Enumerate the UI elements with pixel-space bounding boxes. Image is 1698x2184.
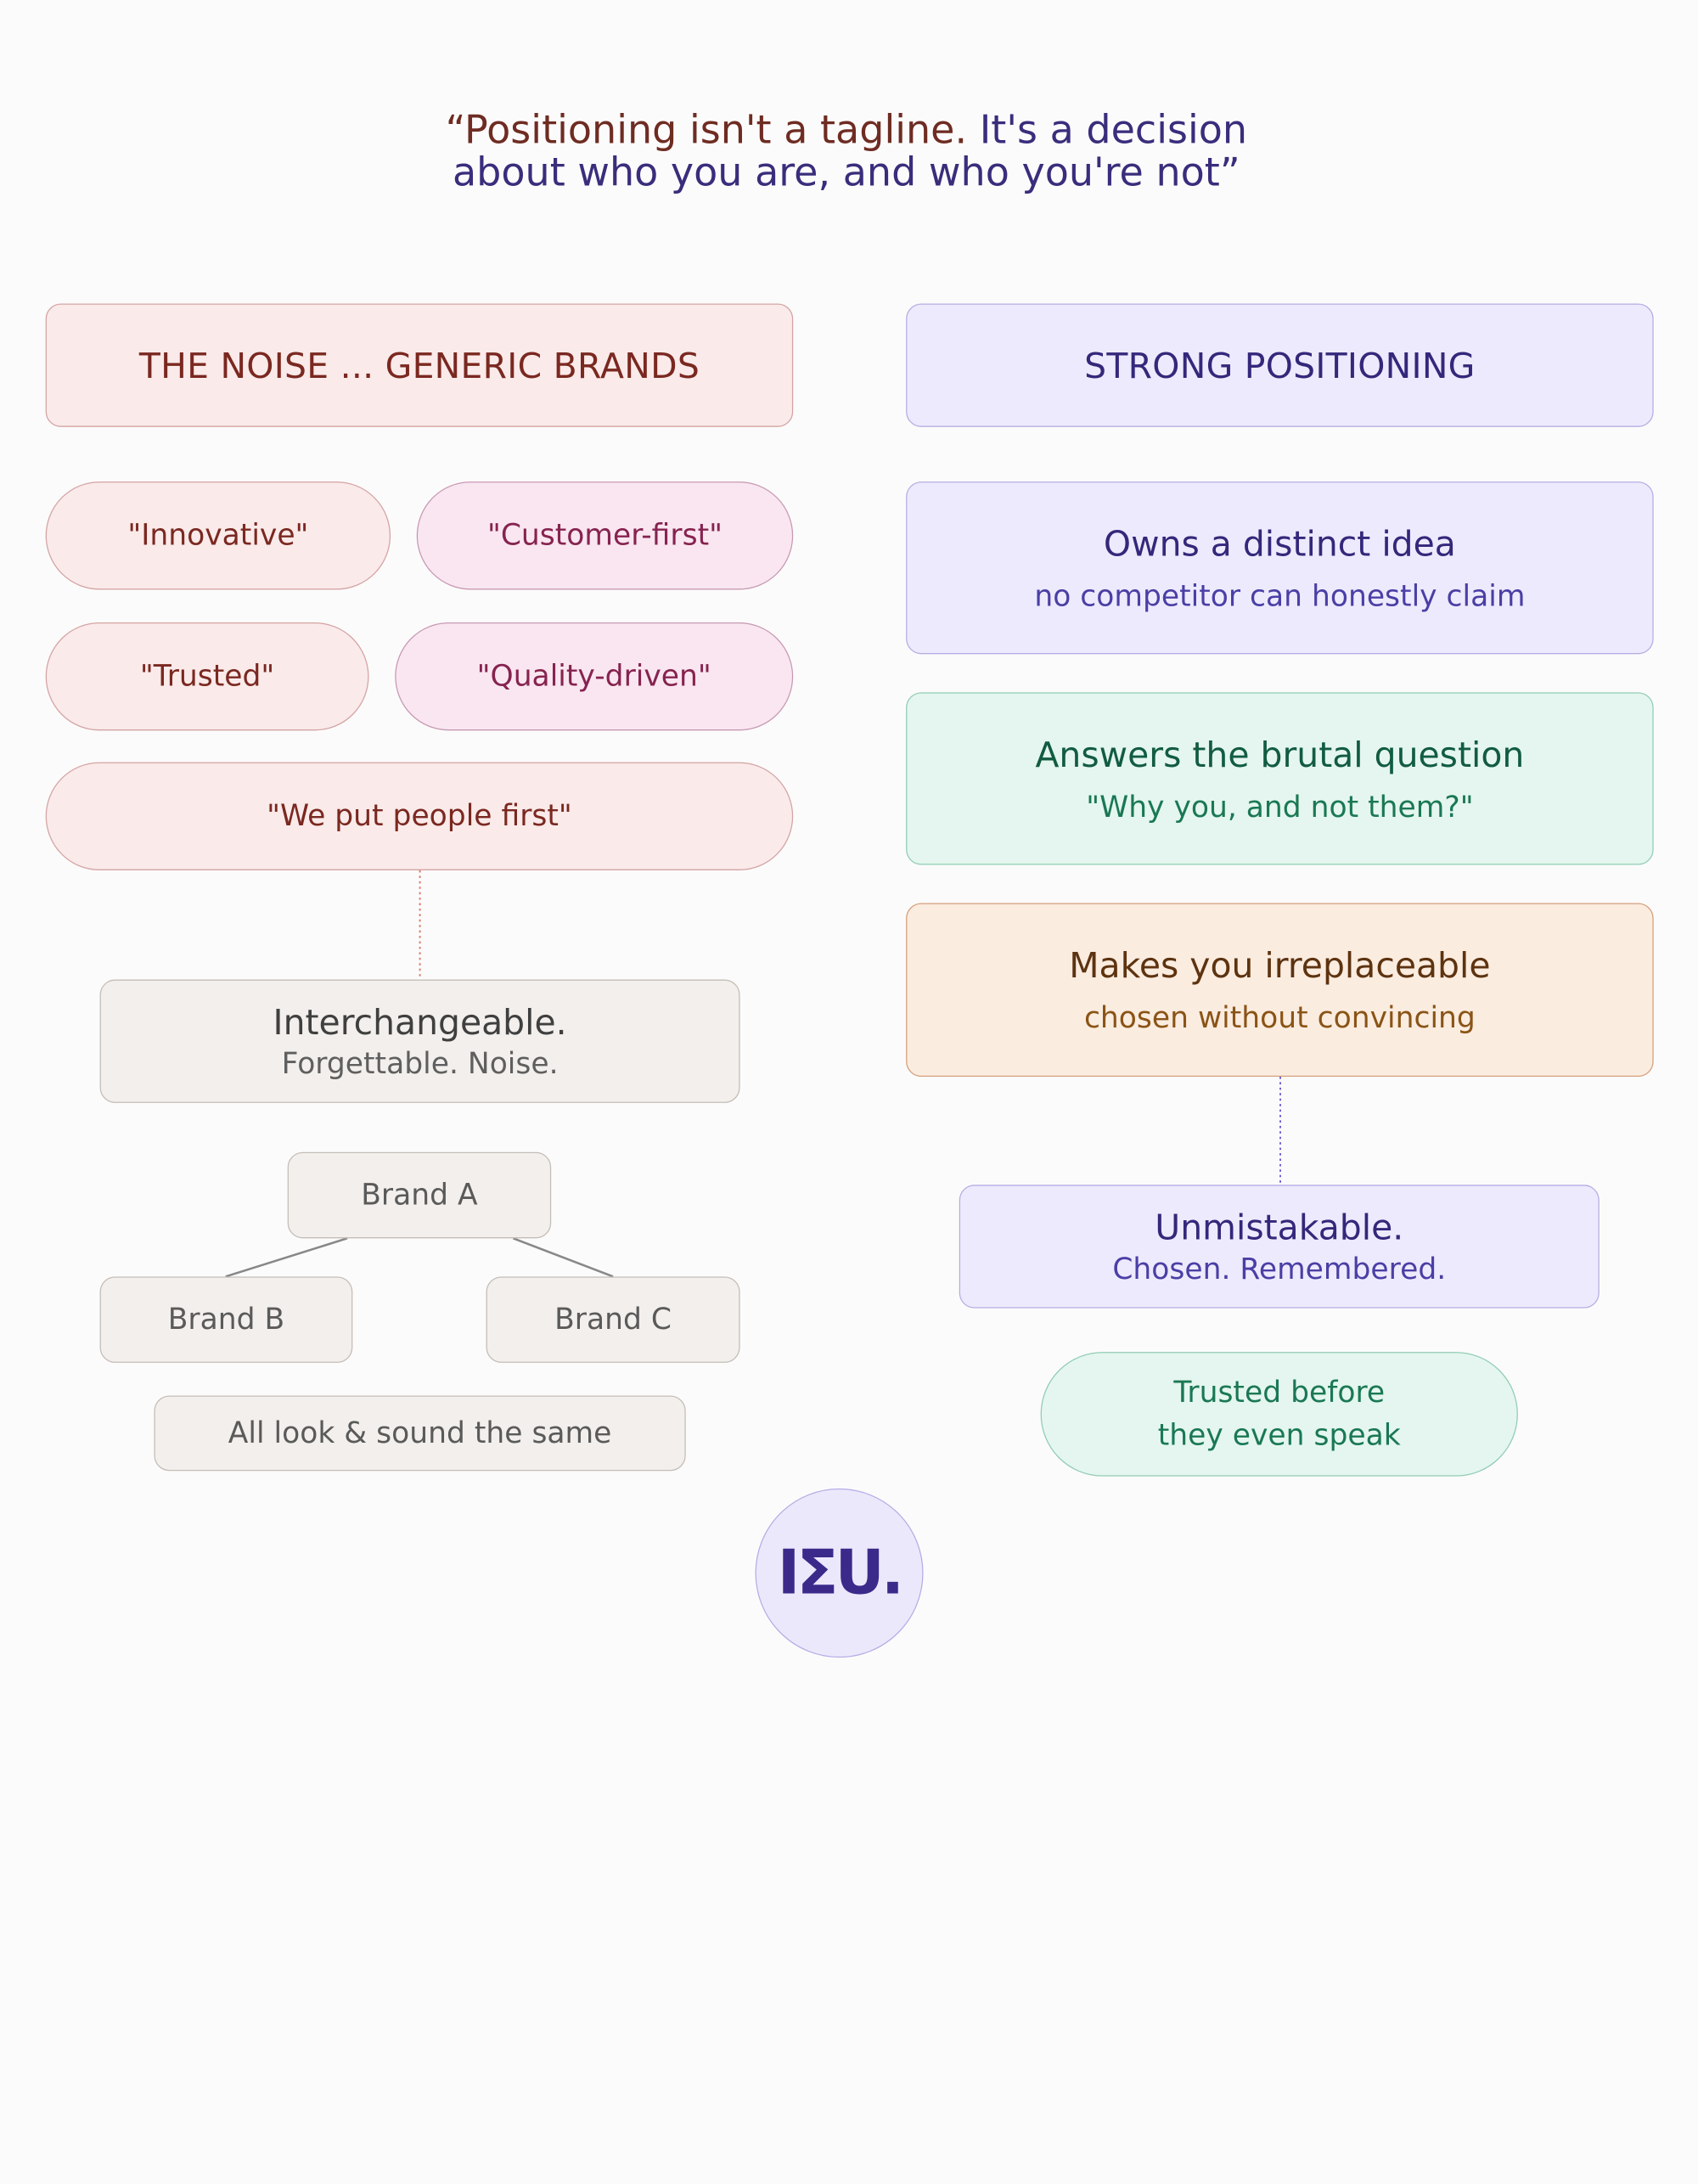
card-distinct-idea: Owns a distinct idea no competitor can h… — [906, 481, 1654, 655]
noise-header-label: THE NOISE ... GENERIC BRANDS — [138, 344, 700, 386]
unmistakable-title: Unmistakable. — [1155, 1207, 1404, 1248]
tag-label: "We put people first" — [267, 799, 572, 834]
tag-label: "Innovative" — [127, 518, 309, 553]
quote-line-1: “Positioning isn't a tagline. It's a dec… — [325, 110, 1367, 152]
tag-quality-driven: "Quality-driven" — [395, 622, 794, 731]
tag-trusted: "Trusted" — [45, 622, 369, 731]
strong-positioning-header: STRONG POSITIONING — [906, 303, 1654, 427]
interchangeable-subtitle: Forgettable. Noise. — [281, 1047, 559, 1082]
card-subtitle: no competitor can honestly claim — [1034, 579, 1526, 614]
card-subtitle: chosen without convincing — [1083, 1001, 1476, 1036]
connector-lines — [225, 870, 1281, 1278]
tag-we-put-people-first: "We put people first" — [45, 762, 794, 870]
all-look-same-label: All look & sound the same — [228, 1416, 612, 1450]
brand-a-box: Brand A — [287, 1151, 552, 1239]
tag-customer-first: "Customer-first" — [416, 481, 794, 590]
brand-b-label: Brand B — [167, 1303, 285, 1337]
unmistakable-subtitle: Chosen. Remembered. — [1112, 1252, 1447, 1286]
interchangeable-card: Interchangeable. Forgettable. Noise. — [99, 979, 740, 1103]
card-title: Answers the brutal question — [1035, 733, 1525, 775]
card-brutal-question: Answers the brutal question "Why you, an… — [906, 692, 1654, 865]
trusted-before-pill: Trusted before they even speak — [1040, 1352, 1518, 1477]
quote-part-purple: It's a decision — [967, 108, 1248, 154]
brand-c-label: Brand C — [554, 1303, 672, 1337]
brand-a-label: Brand A — [361, 1178, 478, 1213]
card-title: Owns a distinct idea — [1103, 522, 1456, 565]
card-subtitle: "Why you, and not them?" — [1086, 790, 1474, 825]
all-look-same-box: All look & sound the same — [154, 1395, 686, 1472]
quote-part-red: “Positioning isn't a tagline. — [445, 108, 968, 154]
brand-a-to-b-line — [225, 1237, 348, 1278]
tag-label: "Customer-first" — [486, 518, 722, 553]
interchangeable-title: Interchangeable. — [273, 1001, 567, 1044]
brand-logo: IΣU. — [755, 1488, 924, 1658]
brand-b-box: Brand B — [99, 1276, 353, 1363]
tag-innovative: "Innovative" — [45, 481, 391, 590]
unmistakable-card: Unmistakable. Chosen. Remembered. — [959, 1185, 1600, 1309]
trusted-before-line-2: they even speak — [1157, 1418, 1401, 1453]
quote-line-2: about who you are, and who you're not” — [452, 150, 1240, 196]
brand-c-box: Brand C — [486, 1276, 740, 1363]
card-title: Makes you irreplaceable — [1069, 944, 1491, 987]
trusted-before-line-1: Trusted before — [1173, 1376, 1386, 1410]
card-irreplaceable: Makes you irreplaceable chosen without c… — [906, 903, 1654, 1077]
tag-label: "Trusted" — [139, 659, 275, 694]
noise-header: THE NOISE ... GENERIC BRANDS — [45, 303, 794, 427]
logo-text: IΣU. — [777, 1537, 904, 1609]
brand-a-to-c-line — [513, 1237, 614, 1278]
tag-label: "Quality-driven" — [476, 659, 711, 694]
strong-positioning-label: STRONG POSITIONING — [1084, 344, 1476, 386]
headline-quote: “Positioning isn't a tagline. It's a dec… — [325, 110, 1367, 194]
